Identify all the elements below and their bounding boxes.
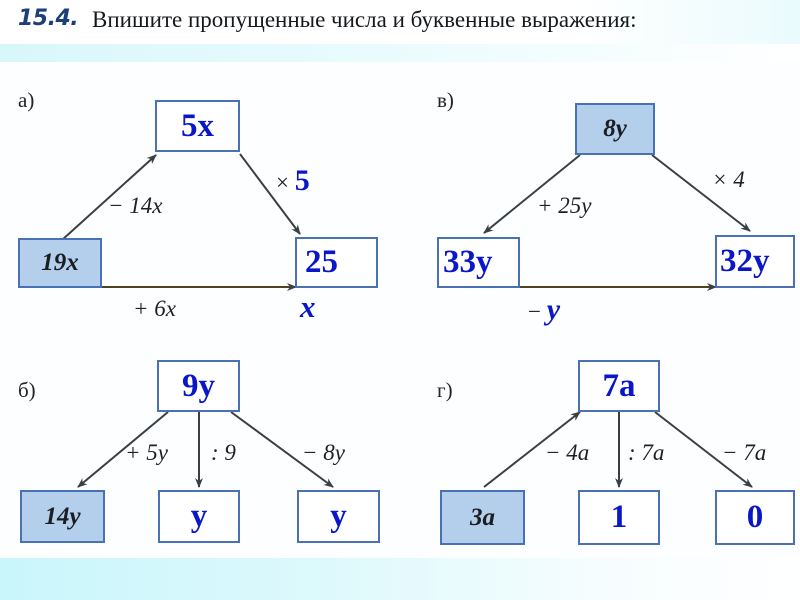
- panel-a-op-bottom: + 6x: [133, 296, 176, 321]
- panel-b-letter: б): [18, 378, 36, 402]
- panel-b-box-right[interactable]: y: [297, 490, 380, 543]
- panel-g-op-left: − 4a: [545, 440, 590, 465]
- panel-v-letter: в): [437, 88, 454, 112]
- panel-b-box-right-value: y: [330, 498, 347, 534]
- panel-a-box-top[interactable]: 5x: [155, 100, 240, 152]
- panel-v-op-right: × 4: [712, 167, 745, 192]
- panel-g-op-right: − 7a: [722, 440, 767, 465]
- panel-g-box-right[interactable]: 0: [715, 490, 795, 545]
- panel-g-box-right-value: 0: [746, 499, 764, 535]
- panel-a-op-up: − 14x: [108, 193, 163, 218]
- panel-a-box-result[interactable]: 25: [295, 237, 378, 288]
- decorative-band-top: [0, 44, 800, 62]
- panel-a-op-down-sign: ×: [276, 170, 289, 195]
- panel-a-letter: а): [18, 88, 35, 112]
- panel-b-box-top-value: 9y: [182, 367, 215, 404]
- panel-g-box-top[interactable]: 7a: [578, 360, 660, 412]
- decorative-band-bottom: [0, 558, 800, 600]
- panel-g-letter: г): [437, 378, 453, 402]
- exercise-number: 15.4.: [18, 6, 79, 31]
- page-header: 15.4. Впишите пропущенные числа и буквен…: [0, 0, 800, 44]
- panel-g-box-top-value: 7a: [602, 367, 636, 404]
- panel-v-op-bottom-sign: −: [528, 299, 541, 324]
- panel-b-box-top[interactable]: 9y: [157, 360, 240, 412]
- panel-v-box-right-value: 32y: [720, 243, 770, 279]
- panel-v-box-left-value: 33y: [443, 244, 493, 280]
- panel-v-op-bottom-value: y: [546, 293, 561, 326]
- panel-g-box-middle-value: 1: [610, 499, 628, 535]
- panel-a-box-start-value: 19x: [41, 249, 79, 276]
- panel-b-box-middle[interactable]: y: [158, 490, 240, 543]
- panel-v-box-left[interactable]: 33y: [437, 237, 520, 288]
- panel-g-op-middle: : 7a: [628, 440, 665, 465]
- exercise-instruction: Впишите пропущенные числа и буквенные вы…: [92, 7, 637, 32]
- panel-b-box-left-value: 14y: [44, 502, 81, 530]
- panel-a-box-result-overflow: x: [300, 289, 316, 324]
- panel-v-box-top-value: 8y: [603, 115, 627, 142]
- panel-g-box-left-value: 3a: [470, 503, 495, 531]
- panel-a-op-down-value: 5: [294, 164, 310, 197]
- panel-a-box-top-value: 5x: [181, 107, 214, 144]
- panel-b-op-right: − 8y: [302, 440, 345, 465]
- panel-g-box-left[interactable]: 3a: [440, 490, 525, 545]
- panel-v-op-bottom: − y: [528, 293, 560, 327]
- panel-b-op-middle: : 9: [211, 440, 236, 465]
- panel-b-op-left: + 5y: [125, 440, 168, 465]
- panel-b-box-left[interactable]: 14y: [20, 490, 105, 543]
- panel-a-box-result-value: 25: [305, 244, 338, 280]
- panel-v-box-right[interactable]: 32y: [715, 235, 795, 288]
- panel-v-op-left: + 25y: [537, 193, 592, 218]
- panel-g-box-middle[interactable]: 1: [578, 490, 660, 545]
- panel-b-box-middle-value: y: [190, 498, 208, 534]
- panel-a-box-start[interactable]: 19x: [18, 238, 102, 288]
- panel-v-box-top[interactable]: 8y: [575, 103, 655, 155]
- panel-a-op-down: × 5: [276, 164, 310, 198]
